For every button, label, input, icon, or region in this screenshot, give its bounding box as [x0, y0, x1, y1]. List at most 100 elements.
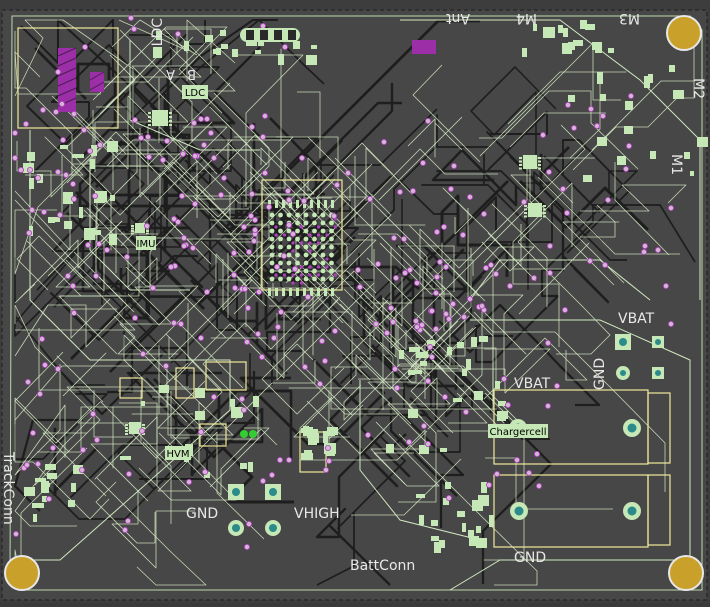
dark-trace [271, 293, 335, 385]
via [220, 174, 227, 181]
dark-trace [418, 387, 473, 438]
via [12, 531, 19, 538]
light-trace [111, 490, 195, 569]
via [493, 470, 500, 477]
light-trace [37, 364, 168, 453]
via [35, 174, 42, 181]
via [259, 477, 266, 484]
smd-pad [408, 409, 418, 418]
light-trace [95, 149, 138, 313]
light-trace [307, 243, 374, 310]
light-trace [227, 236, 271, 318]
dark-trace [543, 139, 630, 254]
light-trace [51, 95, 216, 201]
ic-pin [169, 112, 172, 114]
dark-trace [61, 353, 167, 416]
light-trace [194, 136, 294, 200]
bga-ball [295, 244, 300, 250]
ic-pin [519, 157, 522, 159]
via [90, 410, 97, 417]
ic-body [152, 110, 168, 126]
smd-pad [462, 523, 466, 532]
smd-pad [53, 217, 60, 222]
light-trace [158, 428, 278, 496]
bga-via [299, 273, 304, 277]
light-trace [100, 303, 223, 459]
via [316, 380, 323, 387]
via [413, 323, 420, 330]
light-trace [202, 295, 324, 421]
smd-pad [608, 48, 614, 53]
bga-ball [329, 244, 334, 250]
smd-pad [431, 520, 438, 526]
via [460, 313, 467, 320]
smd-pad [624, 126, 633, 134]
via [274, 323, 281, 330]
smd-pad [240, 463, 247, 469]
ic-body [129, 422, 141, 434]
bga-ball [329, 268, 334, 274]
bga-ball [312, 212, 317, 218]
smd-pad [213, 49, 219, 54]
light-trace [200, 240, 318, 307]
via [642, 242, 649, 249]
smd-pad [63, 192, 73, 204]
ic-pin [146, 232, 149, 235]
mounting-hole-top-right [666, 15, 702, 51]
mcu-pin [317, 288, 320, 296]
light-trace [481, 241, 535, 272]
smd-pad [447, 347, 452, 355]
smd-pad [246, 41, 257, 46]
via [285, 456, 292, 463]
light-trace [209, 427, 270, 488]
via [409, 187, 416, 194]
smd-pad [522, 48, 527, 57]
via [197, 334, 204, 341]
via [179, 150, 186, 157]
via [298, 154, 305, 161]
via [203, 116, 210, 123]
light-trace [194, 184, 270, 241]
via [189, 244, 196, 251]
via [432, 325, 439, 332]
ic-pin [538, 160, 541, 163]
via [248, 190, 255, 197]
light-trace [93, 390, 133, 438]
via [177, 320, 184, 327]
via [547, 242, 554, 249]
dark-trace [350, 114, 490, 254]
via [482, 264, 489, 271]
ic-pin [519, 167, 522, 170]
light-trace [410, 294, 524, 377]
smd-pad [94, 230, 101, 235]
smd-pad [420, 361, 427, 366]
smd-pad [558, 25, 563, 33]
dark-trace [172, 163, 249, 270]
ic-pin [519, 164, 522, 166]
bga-ball [312, 220, 317, 226]
ic-pin [131, 230, 134, 232]
bga-ball [312, 236, 317, 242]
light-trace [14, 146, 99, 275]
light-trace [14, 19, 134, 129]
smd-pad [498, 401, 506, 406]
light-trace [422, 265, 446, 324]
bga-ball [269, 252, 275, 258]
via [35, 460, 42, 467]
light-trace [512, 182, 573, 347]
via [289, 230, 296, 237]
light-trace [60, 95, 189, 170]
light-trace [95, 481, 156, 544]
bga-via [308, 241, 312, 245]
smd-pad [495, 381, 500, 389]
via [241, 285, 248, 292]
smd-pad [625, 101, 633, 110]
via [600, 113, 607, 120]
smd-pad [419, 445, 429, 454]
outline-shapes [20, 19, 701, 591]
via [321, 357, 328, 364]
via [244, 304, 251, 311]
smd-pad [94, 196, 105, 203]
via [230, 271, 237, 278]
